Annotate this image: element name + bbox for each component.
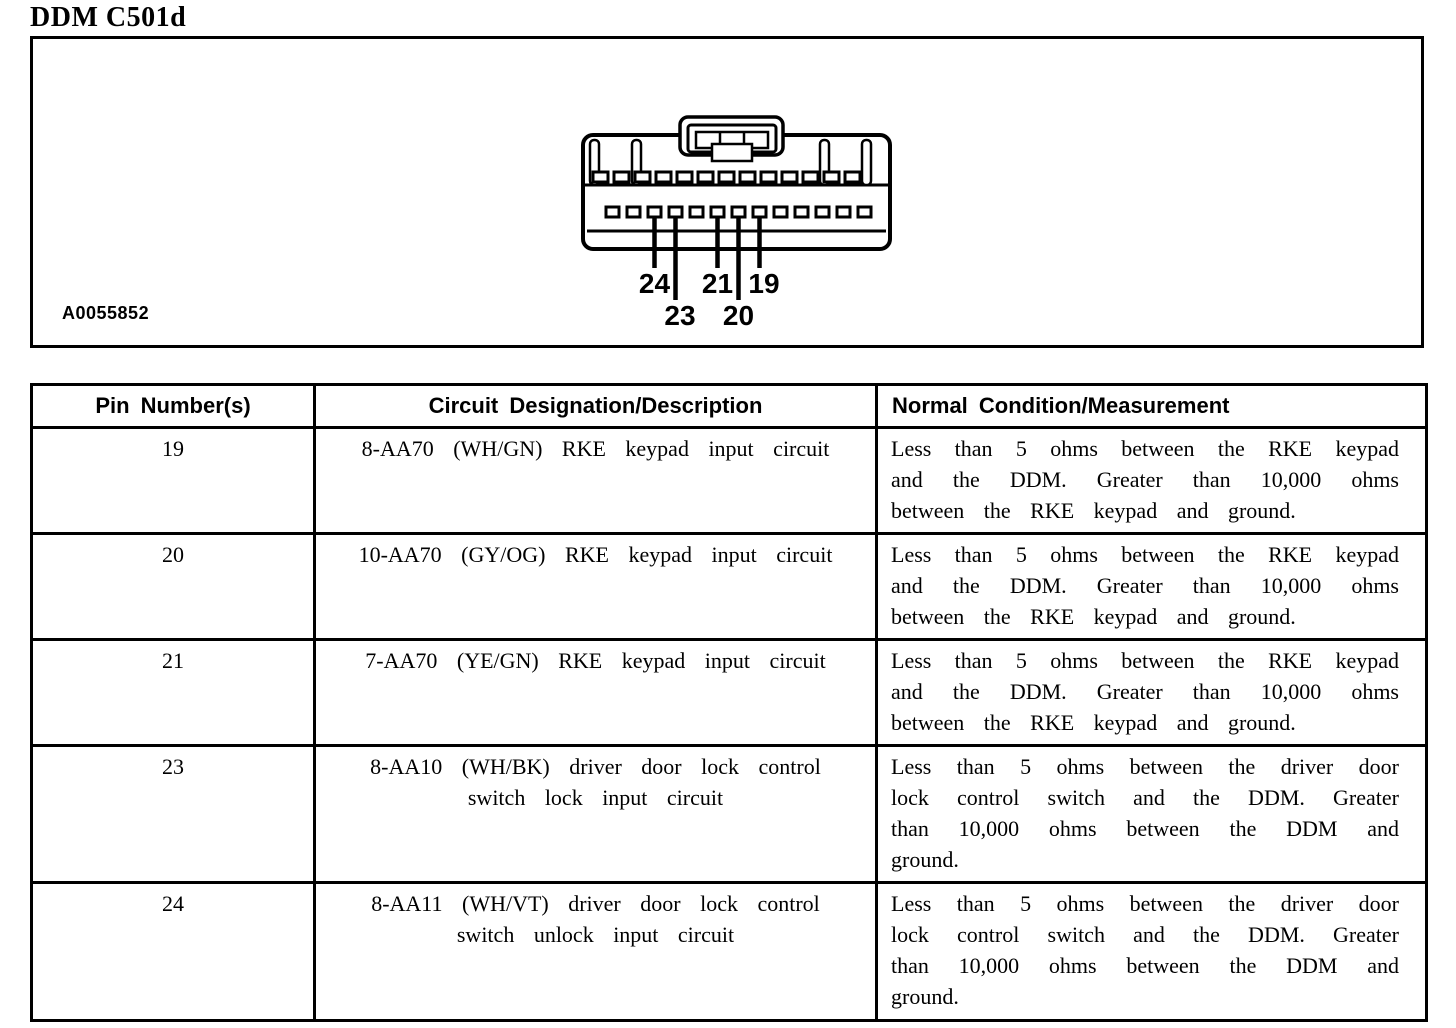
bottom-pin-row	[604, 205, 873, 219]
table-row: 23 8-AA10 (WH/BK) driver door lock contr…	[30, 744, 1428, 884]
top-pin-row	[591, 170, 862, 184]
pin-callout-24: 24	[639, 268, 671, 299]
pin-callout-23: 23	[664, 300, 695, 331]
header-normal-condition: Normal Condition/Measurement	[875, 383, 1428, 429]
circuit-cell: 8-AA70 (WH/GN) RKE keypad input circuit	[313, 426, 878, 535]
pin-cell: 23	[30, 744, 316, 884]
condition-cell: Less than 5 ohms between the driver door…	[875, 744, 1428, 884]
pin-cell: 20	[30, 532, 316, 641]
condition-cell: Less than 5 ohms between the RKE keypad …	[875, 638, 1428, 747]
table-row: 20 10-AA70 (GY/OG) RKE keypad input circ…	[30, 532, 1428, 641]
condition-cell: Less than 5 ohms between the RKE keypad …	[875, 426, 1428, 535]
pin-cell: 24	[30, 881, 316, 1022]
circuit-cell: 10-AA70 (GY/OG) RKE keypad input circuit	[313, 532, 878, 641]
table-row: 19 8-AA70 (WH/GN) RKE keypad input circu…	[30, 426, 1428, 535]
pin-measurement-table: Pin Number(s) Circuit Designation/Descri…	[30, 383, 1428, 1022]
latch-plug	[710, 142, 754, 163]
condition-cell: Less than 5 ohms between the RKE keypad …	[875, 532, 1428, 641]
pin-cell: 19	[30, 426, 316, 535]
pin-callout-20: 20	[723, 300, 754, 331]
figure-id-label: A0055852	[62, 303, 150, 323]
page-title: DDM C501d	[30, 2, 187, 33]
circuit-cell: 8-AA11 (WH/VT) driver door lock control …	[313, 881, 878, 1022]
table-header-row: Pin Number(s) Circuit Designation/Descri…	[30, 383, 1428, 429]
circuit-cell: 7-AA70 (YE/GN) RKE keypad input circuit	[313, 638, 878, 747]
table-row: 24 8-AA11 (WH/VT) driver door lock contr…	[30, 881, 1428, 1022]
connector-diagram: 24 21 19 23 20	[581, 115, 892, 331]
condition-cell: Less than 5 ohms between the driver door…	[875, 881, 1428, 1022]
pin-callout-21: 21	[702, 268, 733, 299]
header-circuit-designation: Circuit Designation/Description	[313, 383, 878, 429]
header-pin-numbers: Pin Number(s)	[30, 383, 316, 429]
connector-figure-box: A0055852 24 21 19 23 20	[30, 36, 1424, 348]
circuit-cell: 8-AA10 (WH/BK) driver door lock control …	[313, 744, 878, 884]
pin-cell: 21	[30, 638, 316, 747]
band-tab	[860, 138, 873, 187]
table-row: 21 7-AA70 (YE/GN) RKE keypad input circu…	[30, 638, 1428, 747]
pin-callout-19: 19	[748, 268, 779, 299]
